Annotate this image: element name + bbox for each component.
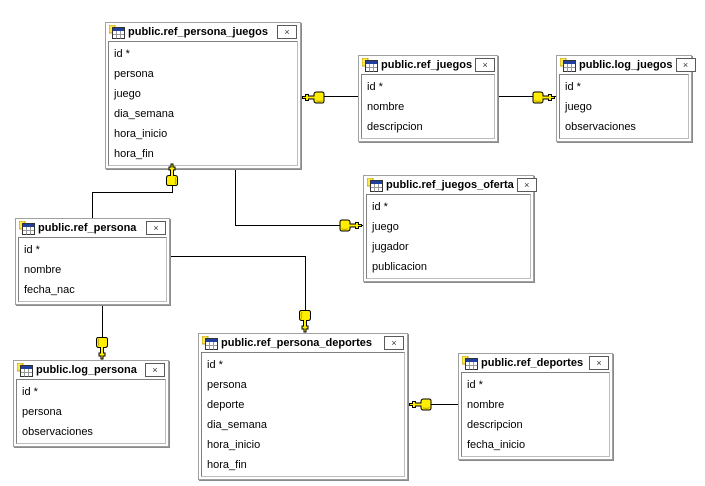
table-log_juegos[interactable]: public.log_juegos × id * juego observacion… [556, 55, 696, 142]
relationship-line [498, 96, 556, 97]
table-log_persona[interactable]: public.log_persona × id * persona observac… [13, 360, 169, 447]
table-header[interactable]: public.ref_deportes × [461, 354, 610, 372]
table-title: public.ref_persona [38, 222, 137, 234]
field-item[interactable]: publicacion [372, 261, 428, 273]
close-table-button[interactable]: × [384, 336, 404, 350]
table-title: public.log_juegos [579, 59, 673, 71]
field-item[interactable]: id * [467, 379, 483, 391]
table-header[interactable]: public.ref_persona_juegos × [108, 23, 298, 41]
table-icon [367, 178, 383, 192]
table-ref_persona[interactable]: public.ref_persona × id * nombre fecha_nac [15, 218, 170, 305]
field-item[interactable]: observaciones [22, 426, 93, 438]
field-item[interactable]: nombre [367, 101, 405, 113]
field-item[interactable]: id * [565, 81, 581, 93]
close-table-button[interactable]: × [146, 221, 166, 235]
field-item[interactable]: nombre [24, 264, 62, 276]
close-table-button[interactable]: × [475, 58, 496, 72]
close-table-button[interactable]: × [675, 58, 696, 72]
field-item[interactable]: persona [22, 406, 62, 418]
table-header[interactable]: public.log_juegos × [559, 56, 696, 74]
field-list: id * nombre descripcion [361, 74, 495, 139]
table-ref_juegos[interactable]: public.ref_juegos × id * nombre descripcio… [358, 55, 498, 142]
field-item[interactable]: hora_fin [207, 459, 247, 471]
field-item[interactable]: descripcion [467, 419, 523, 431]
close-table-button[interactable]: × [516, 178, 537, 192]
table-title: public.log_persona [36, 364, 137, 376]
field-item[interactable]: fecha_inicio [467, 439, 526, 451]
table-ref_juegos_oferta[interactable]: public.ref_juegos_oferta × id * juego juga… [363, 175, 537, 282]
table-ref_persona_juegos[interactable]: public.ref_persona_juegos × id * persona j… [105, 22, 301, 169]
field-list: id * juego jugador publicacion [366, 194, 531, 279]
field-item[interactable]: fecha_nac [24, 284, 75, 296]
field-item[interactable]: hora_inicio [114, 128, 168, 140]
foreign-key-icon [301, 91, 325, 104]
field-item[interactable]: hora_inicio [207, 439, 261, 451]
relationship-line [92, 192, 93, 218]
relationship-line [102, 297, 103, 342]
field-list: id * juego observaciones [559, 74, 689, 139]
table-header[interactable]: public.ref_juegos × [361, 56, 496, 74]
table-header[interactable]: public.ref_persona_deportes × [201, 334, 405, 352]
field-item[interactable]: observaciones [565, 121, 636, 133]
close-table-button[interactable]: × [589, 356, 609, 370]
field-item[interactable]: jugador [372, 241, 409, 253]
field-item[interactable]: hora_fin [114, 148, 154, 160]
table-icon [202, 336, 218, 350]
field-item[interactable]: juego [565, 101, 592, 113]
table-header[interactable]: public.ref_persona × [18, 219, 167, 237]
relationship-line [235, 225, 363, 226]
field-item[interactable]: persona [207, 379, 247, 391]
field-item[interactable]: id * [114, 48, 130, 60]
field-item[interactable]: dia_semana [114, 108, 174, 120]
relationship-line [305, 256, 306, 313]
table-title: public.ref_juegos [381, 59, 473, 71]
foreign-key-icon [532, 91, 556, 104]
field-item[interactable]: nombre [467, 399, 505, 411]
foreign-key-icon [408, 398, 432, 411]
relationship-line [301, 96, 358, 97]
field-item[interactable]: id * [367, 81, 383, 93]
field-item[interactable]: deporte [207, 399, 245, 411]
table-icon [462, 356, 478, 370]
table-header[interactable]: public.log_persona × [16, 361, 166, 379]
table-ref_persona_deportes[interactable]: public.ref_persona_deportes × id * person… [198, 333, 408, 480]
foreign-key-icon [299, 310, 312, 334]
table-icon [560, 58, 576, 72]
field-item[interactable]: dia_semana [207, 419, 267, 431]
table-ref_deportes[interactable]: public.ref_deportes × id * nombre descripc… [458, 353, 613, 460]
field-item[interactable]: id * [372, 201, 388, 213]
field-item[interactable]: juego [372, 221, 399, 233]
foreign-key-icon [96, 337, 109, 361]
close-table-button[interactable]: × [145, 363, 165, 377]
field-list: id * persona observaciones [16, 379, 166, 444]
field-list: id * nombre fecha_nac [18, 237, 167, 302]
table-icon [362, 58, 378, 72]
field-item[interactable]: persona [114, 68, 154, 80]
close-table-button[interactable]: × [277, 25, 297, 39]
field-item[interactable]: id * [207, 359, 223, 371]
field-item[interactable]: juego [114, 88, 141, 100]
field-item[interactable]: descripcion [367, 121, 423, 133]
table-title: public.ref_persona_deportes [221, 337, 372, 349]
relationship-line [408, 404, 458, 405]
field-item[interactable]: id * [22, 386, 38, 398]
table-title: public.ref_persona_juegos [128, 26, 268, 38]
field-item[interactable]: id * [24, 244, 40, 256]
relationship-line [170, 256, 306, 257]
relationship-line [172, 183, 173, 193]
relationship-line [235, 163, 236, 226]
relationship-line [92, 192, 173, 193]
table-title: public.ref_juegos_oferta [386, 179, 514, 191]
foreign-key-icon [339, 219, 363, 232]
table-icon [109, 25, 125, 39]
field-list: id * nombre descripcion fecha_inicio [461, 372, 610, 457]
foreign-key-icon [166, 163, 179, 187]
table-icon [17, 363, 33, 377]
table-header[interactable]: public.ref_juegos_oferta × [366, 176, 537, 194]
table-icon [19, 221, 35, 235]
table-title: public.ref_deportes [481, 357, 584, 369]
